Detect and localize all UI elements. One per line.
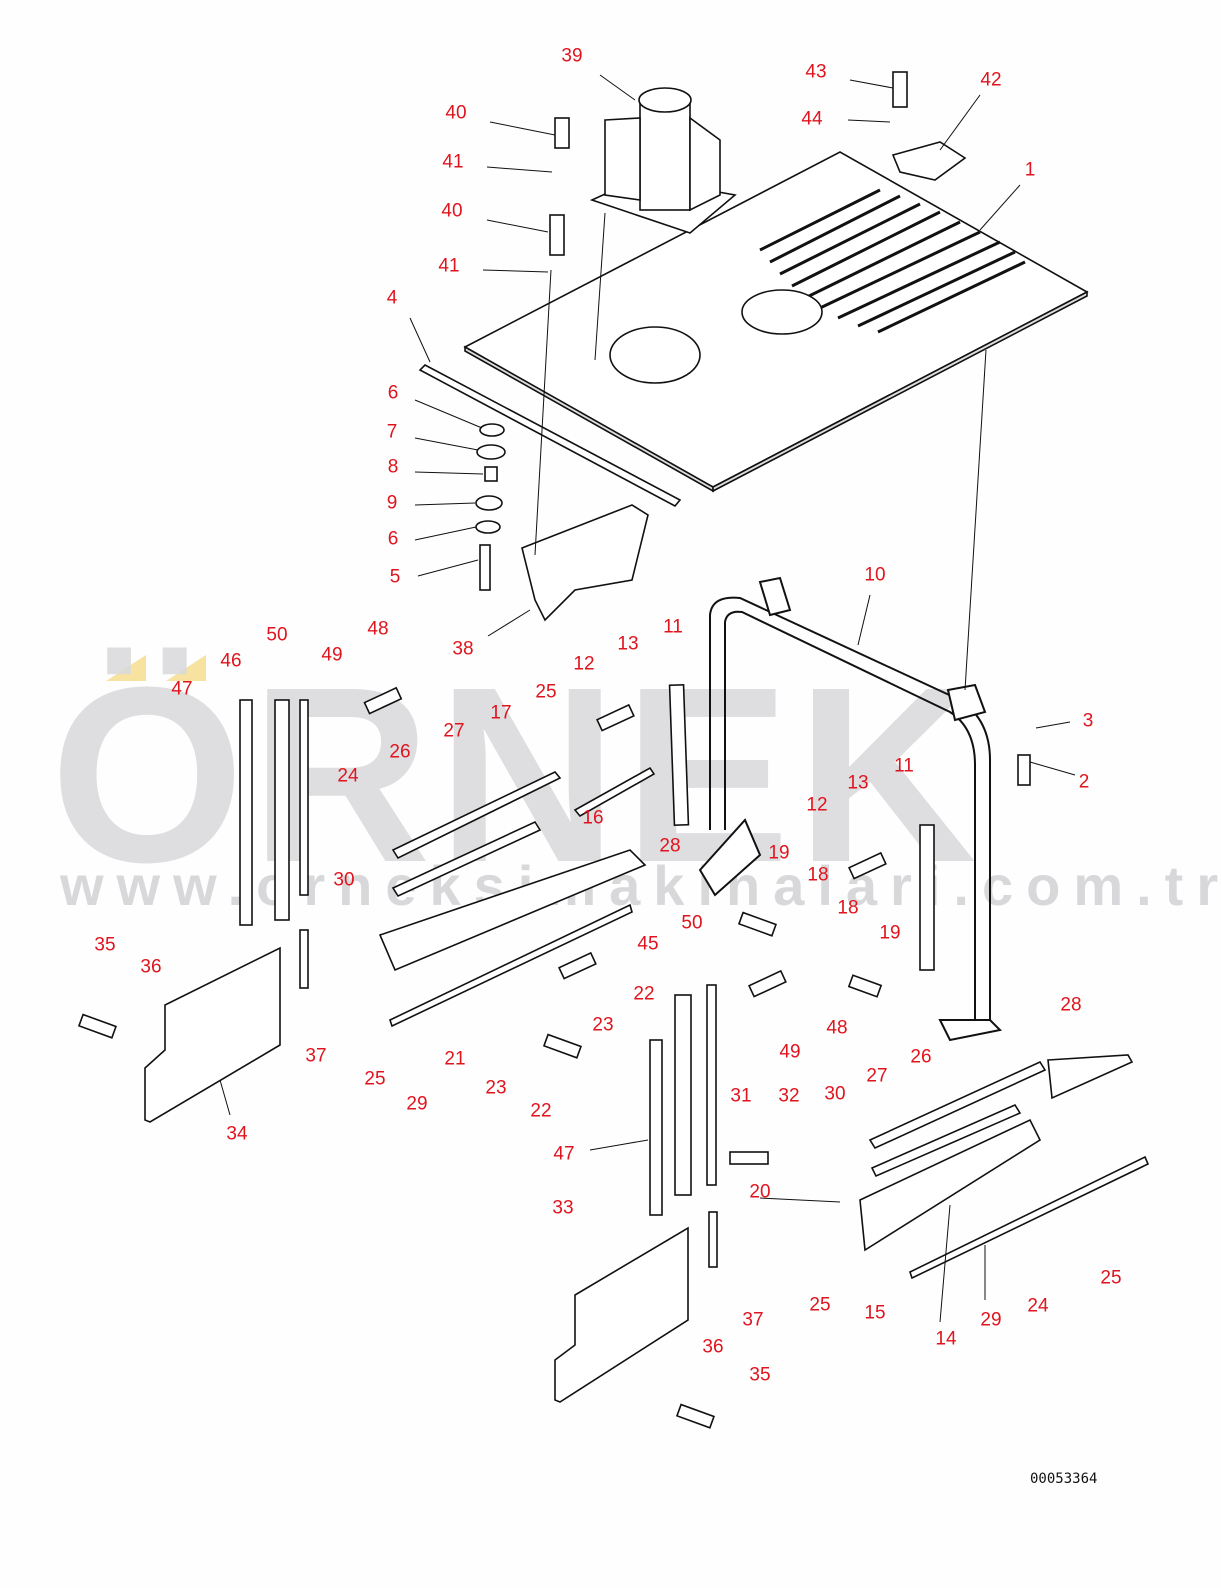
part-callout: 18 [837,897,859,919]
part-callout: 2 [1078,771,1090,793]
lower-right-channel [859,1054,1150,1280]
part-callout: 46 [220,650,242,672]
part-callout: 41 [438,255,460,277]
part-callout: 20 [749,1181,771,1203]
side-channels [239,683,935,1268]
part-callout: 12 [806,794,828,816]
part-callout: 22 [633,983,655,1005]
part-callout: 25 [535,681,557,703]
part-callout: 35 [749,1364,771,1386]
watermark-accent-icon [166,655,206,681]
part-callout: 19 [879,922,901,944]
part-callout: 43 [805,61,827,83]
part-39-housing [589,87,737,234]
part-callout: 10 [864,564,886,586]
part-callout: 23 [485,1077,507,1099]
bolts [77,71,1031,1429]
part-callout: 27 [443,720,465,742]
part-4-strip [418,364,682,508]
part-callout: 23 [592,1014,614,1036]
part-callout: 47 [171,678,193,700]
part-callout: 31 [730,1085,752,1107]
part-callout: 42 [980,69,1002,91]
part-callout: 26 [389,741,411,763]
part-callout: 44 [801,108,823,130]
part-callout: 15 [864,1302,886,1324]
part-callout: 9 [386,492,398,514]
part-callout: 49 [321,644,343,666]
part-callout: 41 [442,151,464,173]
part-callout: 27 [866,1065,888,1087]
part-callout: 28 [659,835,681,857]
part-callout: 12 [573,653,595,675]
part-callout: 26 [910,1046,932,1068]
part-callout: 29 [406,1093,428,1115]
part-callout: 28 [1060,994,1082,1016]
part-callout: 11 [663,616,683,638]
part-callout: 18 [807,864,829,886]
part-callout: 48 [826,1017,848,1039]
part-34-panel [144,946,281,1123]
part-callout: 37 [742,1309,764,1331]
part-callout: 36 [702,1336,724,1358]
part-callout: 30 [333,869,355,891]
part-callout: 5 [389,566,401,588]
part-callout: 49 [779,1041,801,1063]
part-callout: 25 [1100,1267,1122,1289]
part-callout: 33 [552,1197,574,1219]
mount-stack [475,423,506,591]
leader-lines [219,74,1076,1323]
part-38-bracket [521,504,649,622]
part-callout: 29 [980,1309,1002,1331]
part-callout: 7 [386,421,398,443]
part-callout: 24 [1027,1295,1049,1317]
part-callout: 35 [94,934,116,956]
part-callout: 6 [387,382,399,404]
part-callout: 38 [452,638,474,660]
lower-left-channel [378,766,656,1028]
part-callout: 22 [530,1100,552,1122]
part-callout: 30 [824,1083,846,1105]
part-callout: 36 [140,956,162,978]
part-callout: 50 [681,912,703,934]
part-callout: 45 [637,933,659,955]
part-callout: 50 [266,624,288,646]
part-10-frame [698,576,1003,1042]
watermark-accent-icon [106,655,146,681]
part-callout: 8 [387,456,399,478]
part-callout: 40 [445,102,467,124]
part-callout: 17 [490,702,512,724]
drawing-code: 00053364 [1030,1471,1098,1487]
part-callout: 19 [768,842,790,864]
part-callout: 24 [337,765,359,787]
part-callout: 32 [778,1085,800,1107]
part-callout: 4 [386,287,398,309]
part-callout: 21 [444,1048,466,1070]
part-callout: 14 [935,1328,957,1350]
part-callout: 1 [1024,159,1036,181]
part-callout: 13 [847,772,869,794]
part-callout: 25 [809,1294,831,1316]
part-callout: 11 [894,755,914,777]
part-callout: 13 [617,633,639,655]
part-callout: 47 [553,1143,575,1165]
part-callout: 3 [1082,710,1094,732]
part-callout: 34 [226,1123,248,1145]
part-33-panel [554,1226,689,1403]
part-callout: 39 [561,45,583,67]
top-plate [463,141,1089,493]
part-callout: 25 [364,1068,386,1090]
part-callout: 6 [387,528,399,550]
part-callout: 16 [582,807,604,829]
part-callout: 40 [441,200,463,222]
part-callout: 48 [367,618,389,640]
watermark-brand: ÖRNEK [50,635,983,914]
part-callout: 37 [305,1045,327,1067]
